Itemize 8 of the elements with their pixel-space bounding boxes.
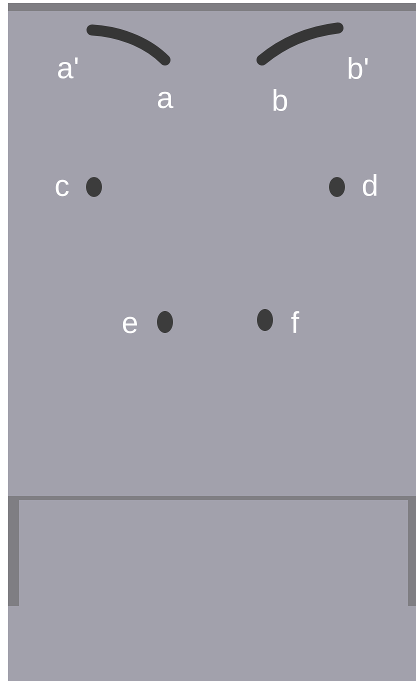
point-label: f <box>291 311 300 333</box>
point-label: a' <box>58 58 78 78</box>
point-label: d <box>362 174 376 196</box>
point-label: b <box>274 89 288 112</box>
point-label: e <box>122 316 137 334</box>
point-label: b' <box>348 57 368 80</box>
point-label: c <box>56 180 69 196</box>
point-label: a <box>158 92 174 108</box>
